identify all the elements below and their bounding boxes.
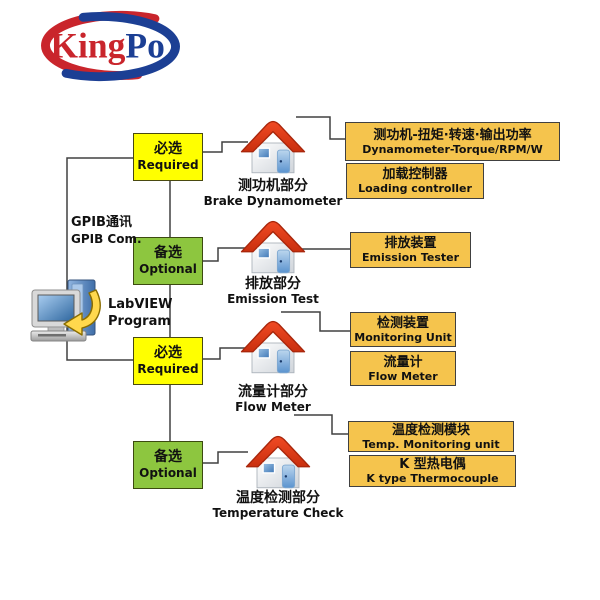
- output-box-loading-controller: 加载控制器 Loading controller: [346, 163, 484, 199]
- gate-label-en: Required: [137, 158, 199, 172]
- connector-left-rail: [66, 157, 135, 361]
- connector-house4-output: [294, 414, 348, 435]
- output-box-emission-tester: 排放装置 Emission Tester: [350, 232, 471, 268]
- house-icon-brake-dynamometer: [240, 120, 306, 174]
- station-label-flow-meter: 流量计部分 Flow Meter: [173, 384, 373, 415]
- gate-label-en: Required: [137, 362, 199, 376]
- output-label-en: Dynamometer-Torque/RPM/W: [362, 142, 543, 156]
- output-box-dynamometer: 测功机-扭矩·转速·输出功率 Dynamometer-Torque/RPM/W: [345, 122, 560, 161]
- output-box-flow-meter: 流量计 Flow Meter: [350, 351, 456, 386]
- station-label-cn: 温度检测部分: [236, 490, 320, 506]
- computer-icon: [30, 279, 101, 342]
- gate-label-cn: 备选: [154, 449, 182, 465]
- gpib-label: GPIB通讯 GPIB Com.: [71, 214, 142, 247]
- station-label-brake-dynamometer: 测功机部分 Brake Dynamometer: [173, 178, 373, 209]
- output-label-cn: 测功机-扭矩·转速·输出功率: [373, 127, 532, 143]
- output-label-cn: 检测装置: [376, 315, 429, 331]
- gate-label-cn: 必选: [154, 345, 182, 361]
- connector-gate3-house3: [203, 347, 248, 360]
- yellow-arrow-icon: [63, 289, 101, 336]
- gate-label-cn: 备选: [154, 245, 182, 261]
- house-icon-temperature-check: [245, 435, 311, 489]
- logo-text-king: King: [50, 26, 125, 66]
- gate-box-optional-1: 备选 Optional: [133, 237, 203, 285]
- output-label-en: Emission Tester: [361, 251, 460, 264]
- connector-gate2-house2: [203, 247, 248, 262]
- connector-house3-output: [281, 311, 350, 332]
- logo-blue-swoosh: [61, 12, 180, 82]
- gate-box-optional-2: 备选 Optional: [133, 441, 203, 489]
- station-label-cn: 流量计部分: [238, 384, 308, 400]
- station-label-cn: 排放部分: [245, 276, 301, 292]
- station-label-en: Emission Test: [227, 292, 319, 306]
- output-box-temp-monitoring: 温度检测模块 Temp. Monitoring unit: [348, 421, 514, 452]
- output-label-cn: 温度检测模块: [391, 422, 470, 438]
- output-box-k-thermocouple: K 型热电偶 K type Thermocouple: [349, 455, 516, 487]
- station-label-en: Temperature Check: [212, 506, 344, 520]
- labview-label-line2: Program: [108, 314, 171, 329]
- station-label-temperature-check: 温度检测部分 Temperature Check: [178, 490, 378, 521]
- output-label-en: Flow Meter: [368, 369, 438, 383]
- house-icon-emission-test: [240, 220, 306, 274]
- station-label-en: Brake Dynamometer: [203, 194, 343, 208]
- output-label-cn: 流量计: [383, 354, 423, 370]
- output-label-cn: 排放装置: [384, 236, 437, 251]
- station-label-en: Flow Meter: [235, 400, 311, 414]
- gate-box-required-2: 必选 Required: [133, 337, 203, 385]
- connector-house1-output: [296, 116, 345, 140]
- gpib-label-cn: GPIB通讯: [71, 215, 132, 230]
- gate-box-required-1: 必选 Required: [133, 133, 203, 181]
- house-icon-flow-meter: [240, 320, 306, 374]
- gate-label-en: Optional: [139, 262, 197, 276]
- connector-gate1-house1: [203, 141, 248, 153]
- station-label-emission-test: 排放部分 Emission Test: [173, 276, 373, 307]
- gate-label-cn: 必选: [154, 141, 182, 157]
- output-box-monitoring-unit: 检测装置 Monitoring Unit: [350, 312, 456, 347]
- logo-text: KingPo: [50, 26, 164, 66]
- kingpo-logo: KingPo: [41, 10, 180, 82]
- labview-label-line1: LabVIEW: [108, 297, 173, 312]
- connector-gate4-house4: [203, 451, 248, 464]
- logo-text-po: Po: [125, 26, 164, 66]
- labview-label: LabVIEW Program: [108, 296, 172, 330]
- station-label-cn: 测功机部分: [238, 178, 308, 194]
- output-label-cn: K 型热电偶: [399, 457, 466, 472]
- output-label-cn: 加载控制器: [382, 167, 448, 182]
- output-label-en: Monitoring Unit: [354, 330, 452, 344]
- gate-label-en: Optional: [139, 466, 197, 480]
- output-label-en: Loading controller: [358, 182, 472, 195]
- output-label-en: K type Thermocouple: [366, 472, 499, 485]
- output-label-en: Temp. Monitoring unit: [362, 437, 500, 451]
- gpib-label-en: GPIB Com.: [71, 232, 142, 246]
